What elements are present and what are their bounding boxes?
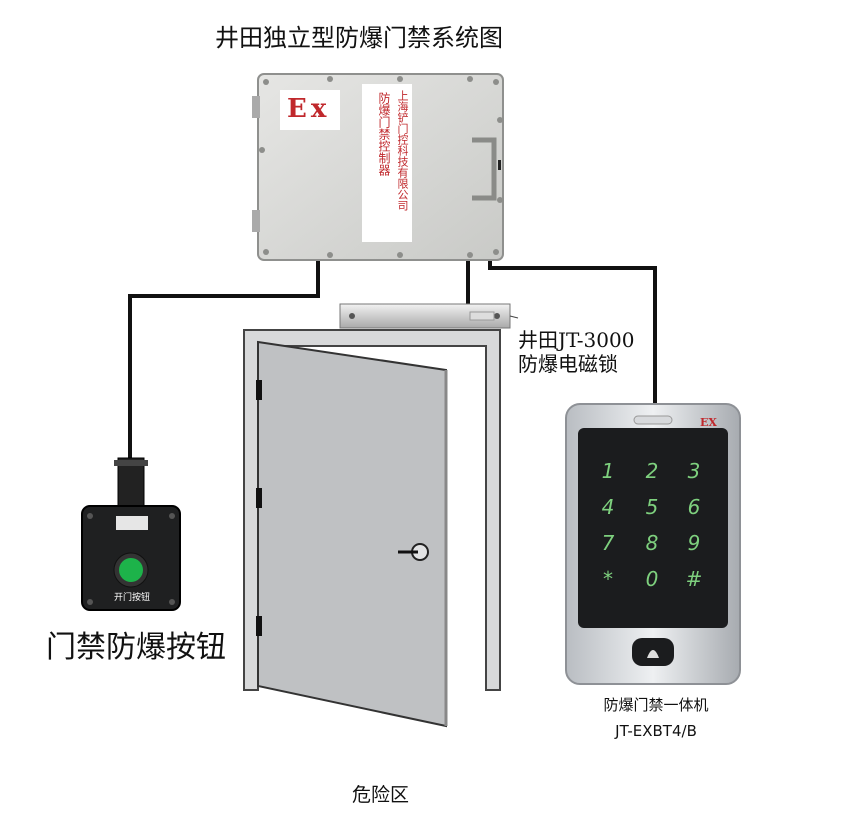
box-handle bbox=[472, 137, 497, 201]
magnetic-lock bbox=[339, 303, 519, 329]
ex-plate bbox=[280, 90, 340, 130]
keypad-key: # bbox=[686, 567, 703, 591]
nameplate bbox=[362, 84, 412, 242]
keypad-key: 4 bbox=[602, 495, 615, 519]
door-assembly bbox=[243, 329, 501, 728]
keypad-label-line2: JT-EXBT4/B bbox=[615, 722, 697, 740]
controller-label-main: 防爆门禁控制器 bbox=[377, 92, 391, 176]
keypad-key: 7 bbox=[602, 531, 615, 555]
keypad-key: 5 bbox=[646, 495, 659, 519]
cable-to-keypad bbox=[488, 256, 657, 410]
controller-box bbox=[252, 73, 504, 261]
cables bbox=[128, 256, 657, 460]
green-button bbox=[119, 558, 143, 582]
controller-ex-mark: Ex bbox=[287, 94, 331, 124]
keypad-key: 3 bbox=[688, 459, 701, 483]
lock-label-line2: 防爆电磁锁 bbox=[518, 352, 618, 376]
keypad-label: 防爆门禁一体机 JT-EXBT4/B bbox=[596, 692, 716, 744]
keypad-key: 6 bbox=[688, 495, 701, 519]
keypad-key: 2 bbox=[646, 459, 659, 483]
keypad-key: 9 bbox=[688, 531, 701, 555]
exit-button-device bbox=[81, 457, 181, 611]
keypad-key: 1 bbox=[602, 459, 615, 483]
keypad-ex-mark: EX bbox=[700, 416, 717, 429]
lock-label-line1: 井田JT-3000 bbox=[518, 328, 635, 352]
cable-to-button bbox=[128, 256, 320, 460]
keypad-label-line1: 防爆门禁一体机 bbox=[603, 696, 709, 714]
exit-button-plate-text: 开门按钮 bbox=[113, 593, 150, 603]
lock-label: 井田JT-3000 防爆电磁锁 bbox=[518, 328, 634, 376]
exit-button-label: 门禁防爆按钮 bbox=[46, 630, 226, 665]
keypad-key: * bbox=[603, 567, 613, 591]
hazard-zone-label: 危险区 bbox=[352, 784, 410, 806]
keypad-keys: 1 2 3 4 5 6 7 8 9 * 0 # bbox=[602, 459, 703, 591]
keypad-key: 0 bbox=[646, 567, 659, 591]
door-leaf bbox=[257, 340, 447, 728]
keypad-device: 1 2 3 4 5 6 7 8 9 * 0 # bbox=[565, 403, 741, 685]
controller-label-company: 上海铲门控科技有限公司 bbox=[396, 90, 409, 211]
keypad-key: 8 bbox=[646, 531, 659, 555]
diagram-title: 井田独立型防爆门禁系统图 bbox=[215, 24, 503, 52]
